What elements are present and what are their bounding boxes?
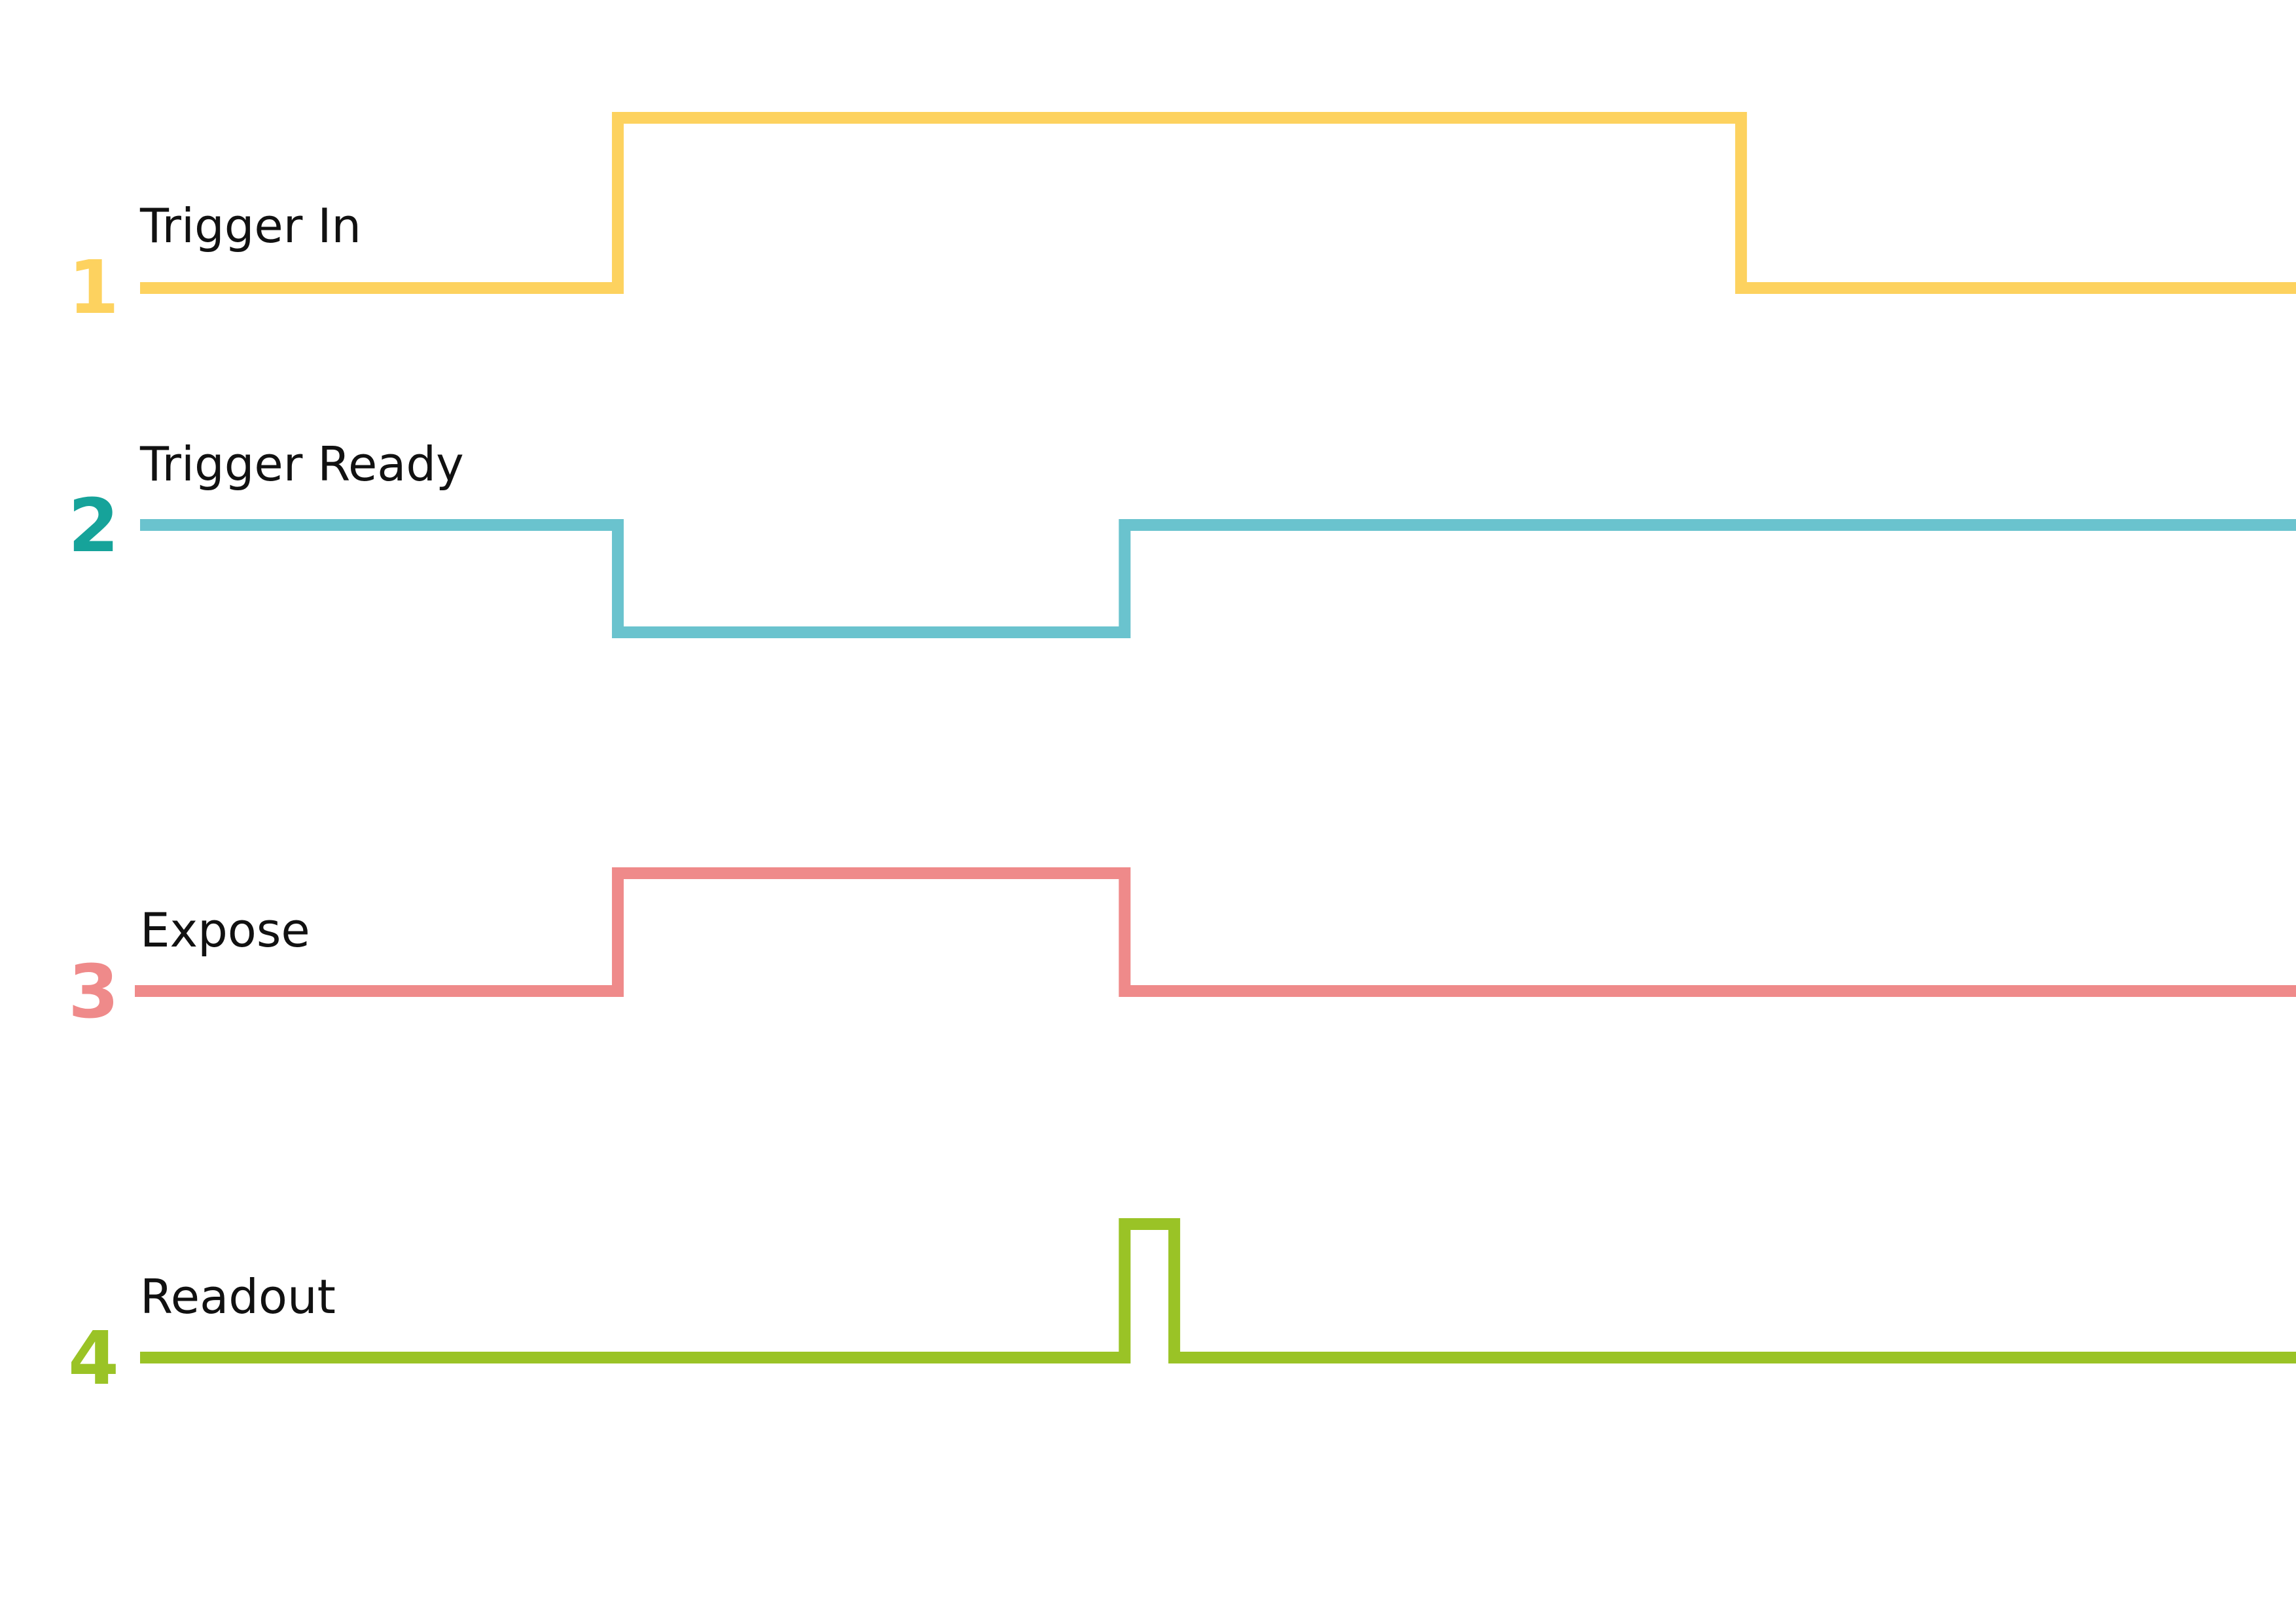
signal-label-expose: Expose [140,903,310,958]
signal-number-1: 1 [68,245,119,331]
signal-row-trigger-in: 1 Trigger In [68,112,2296,331]
waveform-readout [140,1218,2296,1363]
signal-number-3: 3 [68,950,119,1035]
signal-label-trigger-ready: Trigger Ready [139,437,464,492]
waveform-trigger-ready [140,519,2296,638]
signal-label-trigger-in: Trigger In [139,198,361,253]
waveform-trigger-in [140,112,2296,294]
signal-row-trigger-ready: 2 Trigger Ready [68,437,2296,638]
signal-row-expose: 3 Expose [68,867,2296,1035]
waveform-expose [135,867,2296,997]
signal-label-readout: Readout [140,1269,336,1324]
signal-number-2: 2 [68,484,119,569]
signal-number-4: 4 [68,1316,119,1401]
signal-row-readout: 4 Readout [68,1218,2296,1401]
